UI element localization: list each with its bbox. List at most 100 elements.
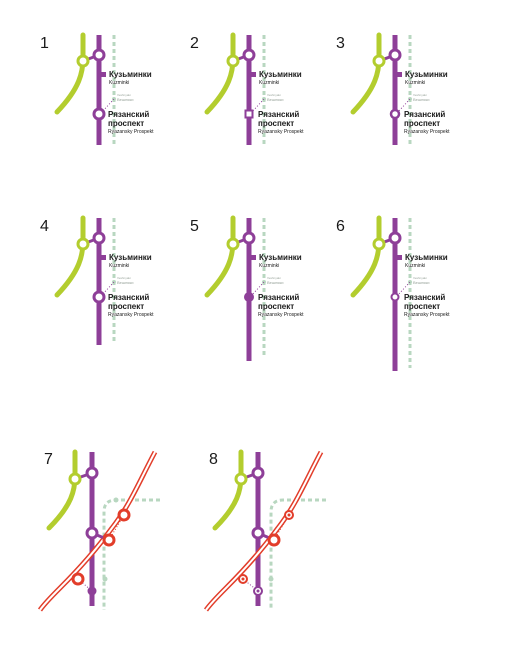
variant-6: 6 Кузьминки Kuzminki Veshnyaki Вешняки Р…: [336, 215, 450, 371]
kuzminki-label-en: Kuzminki: [259, 263, 279, 269]
green-line: [350, 215, 382, 298]
veshnyaki-label-en: Veshnyaki: [413, 276, 427, 280]
pedestrian-transfer: [396, 98, 411, 114]
ryazansky-station: [390, 292, 400, 302]
variant-number: 1: [40, 35, 49, 52]
veshnyaki-label-ru: Вешняки: [267, 280, 283, 285]
pedestrian-transfer: [396, 281, 411, 297]
mcc-station: [268, 576, 274, 582]
variant-number: 7: [44, 451, 53, 468]
green-station-transfer: [226, 54, 240, 68]
red-station-transfer: [71, 572, 85, 586]
purple-station-transfer: [251, 466, 265, 480]
ryazansky-label-ru-2: проспект: [108, 119, 144, 128]
variant-4: 4 Кузьминки Kuzminki Veshnyaki Вешняки Р…: [40, 215, 154, 345]
variant-number: 8: [209, 451, 218, 468]
variant-number: 3: [336, 35, 345, 52]
kuzminki-label-ru: Кузьминки: [405, 70, 448, 79]
veshnyaki-label-en: Veshnyaki: [267, 276, 281, 280]
green-line: [212, 449, 244, 531]
purple-station-dot: [256, 589, 260, 593]
kuzminki-station-tick: [397, 72, 402, 77]
mcc-line: [269, 498, 326, 610]
kuzminki-label-ru: Кузьминки: [109, 253, 152, 262]
kuzminki-label-ru: Кузьминки: [109, 70, 152, 79]
veshnyaki-station: [408, 97, 412, 101]
kuzminki-label-en: Kuzminki: [109, 80, 129, 86]
ryazansky-label-en: Ryazansky Prospekt: [258, 312, 304, 318]
green-station-transfer: [76, 237, 90, 251]
red-line-inner: [39, 451, 156, 611]
veshnyaki-station: [262, 97, 266, 101]
ryazansky-station: [92, 107, 106, 121]
variant-2: 2 Кузьминки Kuzminki Veshnyaki Вешняки Р…: [190, 32, 304, 145]
variant-5: 5 Кузьминки Kuzminki Veshnyaki Вешняки Р…: [190, 215, 304, 361]
mcc-station: [113, 497, 119, 503]
purple-station-transfer: [85, 526, 99, 540]
veshnyaki-label-ru: Вешняки: [267, 97, 283, 102]
kuzminki-label-ru: Кузьминки: [259, 253, 302, 262]
ryazansky-label-ru-2: проспект: [258, 302, 294, 311]
variant-number: 2: [190, 35, 199, 52]
green-line: [54, 32, 86, 115]
purple-station-transfer: [388, 48, 402, 62]
ryazansky-label-ru-1: Рязанский: [404, 110, 445, 119]
green-station-transfer: [226, 237, 240, 251]
veshnyaki-station: [262, 280, 266, 284]
red-station-transfer: [267, 533, 281, 547]
kuzminki-station-tick: [397, 255, 402, 260]
red-station-dot: [241, 577, 245, 581]
mcc-station: [102, 576, 108, 582]
ryazansky-label-ru-2: проспект: [404, 302, 440, 311]
veshnyaki-label-en: Veshnyaki: [267, 93, 281, 97]
veshnyaki-station: [112, 97, 116, 101]
ryazansky-station: [92, 290, 106, 304]
veshnyaki-station: [408, 280, 412, 284]
ryazansky-station: [244, 109, 254, 119]
variant-number: 4: [40, 218, 49, 235]
green-line: [350, 32, 382, 115]
green-line: [204, 215, 236, 298]
ryazansky-label-ru-1: Рязанский: [108, 110, 149, 119]
purple-station-transfer: [92, 231, 106, 245]
veshnyaki-label-en: Veshnyaki: [117, 276, 131, 280]
purple-station-transfer: [251, 526, 265, 540]
veshnyaki-label-ru: Вешняки: [117, 280, 133, 285]
ryazansky-label-ru-1: Рязанский: [258, 110, 299, 119]
veshnyaki-label-ru: Вешняки: [413, 97, 429, 102]
kuzminki-label-en: Kuzminki: [405, 80, 425, 86]
ryazansky-label-en: Ryazansky Prospekt: [108, 312, 154, 318]
green-line: [204, 32, 236, 115]
ryazansky-label-en: Ryazansky Prospekt: [108, 129, 154, 135]
red-line-inner: [205, 451, 322, 611]
red-station-transfer-dot: [287, 513, 291, 517]
kuzminki-station-tick: [101, 72, 106, 77]
ryazansky-label-ru-2: проспект: [258, 119, 294, 128]
ryazansky-label-ru-1: Рязанский: [404, 293, 445, 302]
kuzminki-label-en: Kuzminki: [259, 80, 279, 86]
kuzminki-label-en: Kuzminki: [109, 263, 129, 269]
red-station-transfer: [117, 508, 131, 522]
variant-7: 7: [37, 449, 160, 612]
purple-station: [87, 586, 97, 596]
kuzminki-label-en: Kuzminki: [405, 263, 425, 269]
variant-8: 8: [203, 449, 326, 612]
pedestrian-transfer: [250, 281, 265, 297]
green-station-transfer: [372, 54, 386, 68]
ryazansky-label-ru-2: проспект: [404, 119, 440, 128]
variant-number: 6: [336, 218, 345, 235]
veshnyaki-station: [112, 280, 116, 284]
ryazansky-station: [389, 108, 401, 120]
kuzminki-label-ru: Кузьминки: [259, 70, 302, 79]
kuzminki-station-tick: [251, 72, 256, 77]
ryazansky-station: [244, 292, 254, 302]
purple-station-transfer: [388, 231, 402, 245]
purple-station-transfer: [85, 466, 99, 480]
purple-station-transfer: [242, 48, 256, 62]
mcc-line: [102, 498, 160, 610]
ryazansky-label-ru-2: проспект: [108, 302, 144, 311]
veshnyaki-label-ru: Вешняки: [413, 280, 429, 285]
kuzminki-label-ru: Кузьминки: [405, 253, 448, 262]
ryazansky-label-en: Ryazansky Prospekt: [258, 129, 304, 135]
